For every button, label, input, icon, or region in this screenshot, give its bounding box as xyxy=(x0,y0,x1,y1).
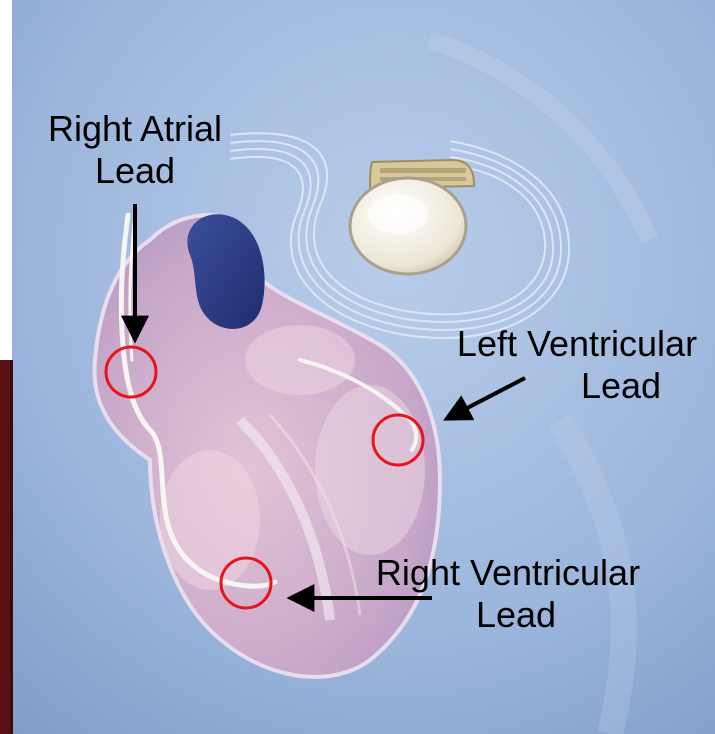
left-ventricular-lead-label: Left Ventricular Lead xyxy=(442,323,712,407)
right-atrial-lead-label: Right Atrial Lead xyxy=(30,108,240,192)
right-ventricular-lead-label: Right Ventricular Lead xyxy=(355,552,661,636)
right-atrial-label-line1: Right Atrial xyxy=(30,108,240,150)
white-top-band xyxy=(0,0,12,360)
right-ventricular-label-line2: Lead xyxy=(355,594,661,636)
right-ventricular-label-line1: Right Ventricular xyxy=(355,552,661,594)
left-ventricular-label-line1: Left Ventricular xyxy=(442,323,712,365)
left-strip-edge xyxy=(10,360,13,734)
right-atrial-label-line2: Lead xyxy=(30,150,240,192)
left-ventricular-label-line2: Lead xyxy=(442,365,712,407)
